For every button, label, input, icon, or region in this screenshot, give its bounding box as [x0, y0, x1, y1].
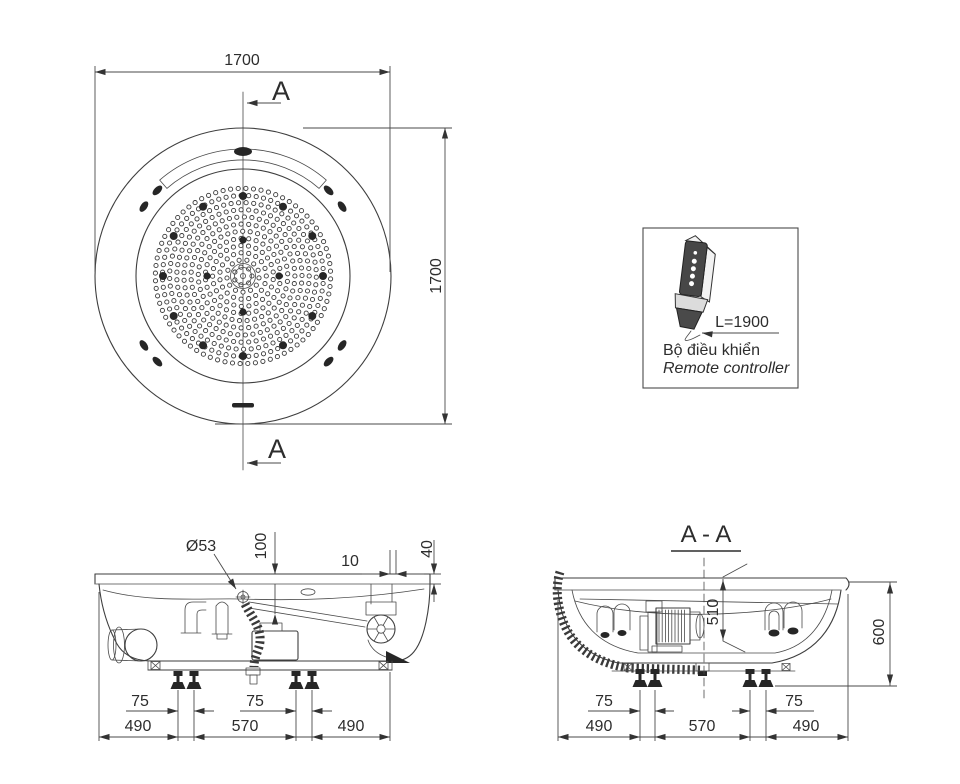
tub-inner-rim [135, 168, 351, 384]
dim-width-label: 1700 [224, 52, 260, 69]
section-foot-spacing-right: 75 [785, 693, 803, 710]
remote-title-en: Remote controller [663, 360, 790, 377]
rim-thickness-label: 40 [419, 540, 436, 558]
section-span-right: 490 [793, 718, 820, 735]
massage-jet-dots [159, 192, 327, 360]
section-span-left: 490 [586, 718, 613, 735]
rim-offset-label: 10 [341, 553, 359, 570]
flex-drain-hose [240, 601, 265, 668]
adjustable-feet-section [632, 669, 774, 687]
section-foot-spacing-left: 75 [595, 693, 613, 710]
rim-control-fitting [234, 147, 252, 156]
pipe-elbow-1 [180, 601, 207, 634]
remote-panel-box [642, 227, 799, 389]
front-span-right: 490 [338, 718, 365, 735]
remote-controller-icon [674, 235, 716, 330]
drain-diameter-label: Ø53 [186, 538, 216, 555]
rim-jet-nozzles [139, 185, 347, 367]
base-bolt-right [378, 661, 389, 670]
valve-bracket [365, 601, 397, 616]
motor-fins [658, 609, 685, 643]
remote-cable [684, 330, 701, 341]
section-base-bolt-right [781, 663, 791, 671]
section-dimensions: 510 600 75 75 490 570 490 [557, 563, 897, 741]
cable-length-label: L=1900 [715, 314, 769, 331]
pump-box [251, 630, 299, 661]
valve-wheel-spokes [367, 616, 395, 642]
center-drain-outer [230, 263, 256, 289]
remote-panel: L=1900 Bộ điều khiển Remote controller [642, 227, 799, 389]
base-bolt-left [150, 661, 161, 670]
front-inner-rim-line [102, 588, 425, 601]
center-drain-plug [239, 272, 246, 279]
dimension-arrowheads [95, 68, 894, 741]
pipe-elbow-2 [211, 601, 233, 640]
plan-view [94, 91, 392, 471]
section-far-rim [574, 598, 832, 615]
inner-depth-label: 510 [705, 599, 722, 626]
valve-wheel [366, 614, 396, 644]
dim-height-label: 1700 [428, 258, 445, 294]
section-base-bolt-left [623, 663, 633, 671]
blower-body [124, 628, 158, 662]
front-foot-spacing-left: 75 [131, 693, 149, 710]
remote-title-vi: Bộ điều khiển [663, 341, 760, 359]
support-wedge [386, 651, 410, 663]
adjustable-feet-front [170, 671, 320, 689]
deck-fitting [300, 588, 316, 596]
section-inner-wall [571, 589, 833, 654]
section-title: A - A [681, 521, 732, 548]
section-view: A - A [552, 521, 850, 701]
section-label-top: A [272, 76, 290, 106]
total-height-label: 600 [871, 619, 888, 646]
overflow-slot [159, 148, 327, 189]
front-span-center: 570 [232, 718, 259, 735]
plan-dimensions: 1700 1700 A A [94, 52, 452, 464]
section-pump [639, 600, 705, 653]
center-drain-inner [234, 267, 252, 285]
bottom-slot-fitting [232, 403, 254, 408]
front-span-left: 490 [125, 718, 152, 735]
front-tub-outline [98, 583, 431, 662]
section-label-bottom: A [268, 434, 286, 464]
front-foot-spacing-right: 75 [246, 693, 264, 710]
section-span-center: 570 [689, 718, 716, 735]
front-dimensions: Ø53 100 10 40 75 75 490 570 490 [98, 532, 441, 741]
air-jet-perforation-field [152, 185, 334, 367]
front-view [94, 573, 431, 689]
overflow-height-label: 100 [253, 533, 270, 560]
